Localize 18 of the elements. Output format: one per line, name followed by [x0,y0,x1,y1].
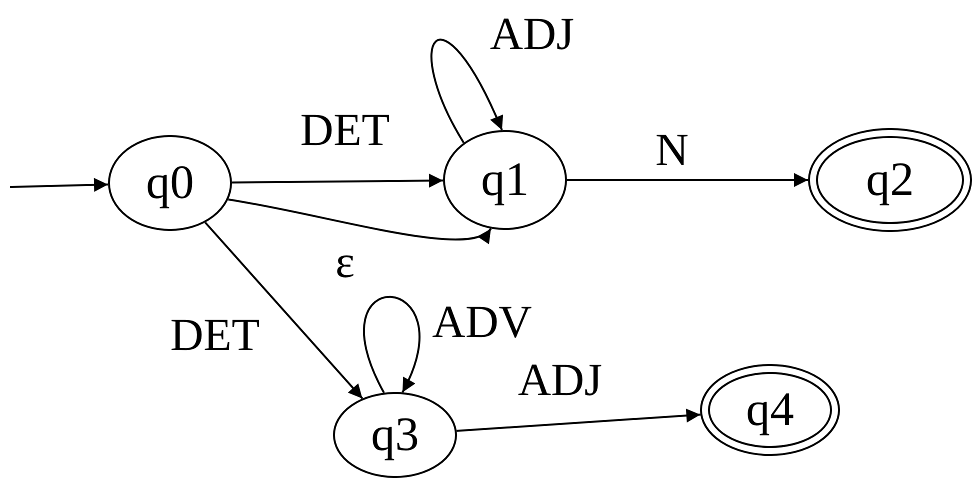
transition-arrow [10,178,108,192]
self-loop-arrow [430,39,503,144]
transition-arrow [204,222,364,400]
transition-arrow [456,408,700,432]
state-circle [333,392,457,478]
accepting-state [808,128,972,232]
state-circle [443,130,567,230]
state-label: q2 [866,156,914,204]
state-label: q0 [146,159,194,207]
transition-arrow [567,173,808,187]
transition-arrow [232,174,444,188]
self-loop-arrow [363,296,420,394]
state-label: q3 [371,411,419,459]
accepting-state [700,364,840,456]
state-circle [108,135,232,231]
transition-arrow [228,198,492,243]
state-label: q4 [746,386,794,434]
state-label: q1 [481,156,529,204]
